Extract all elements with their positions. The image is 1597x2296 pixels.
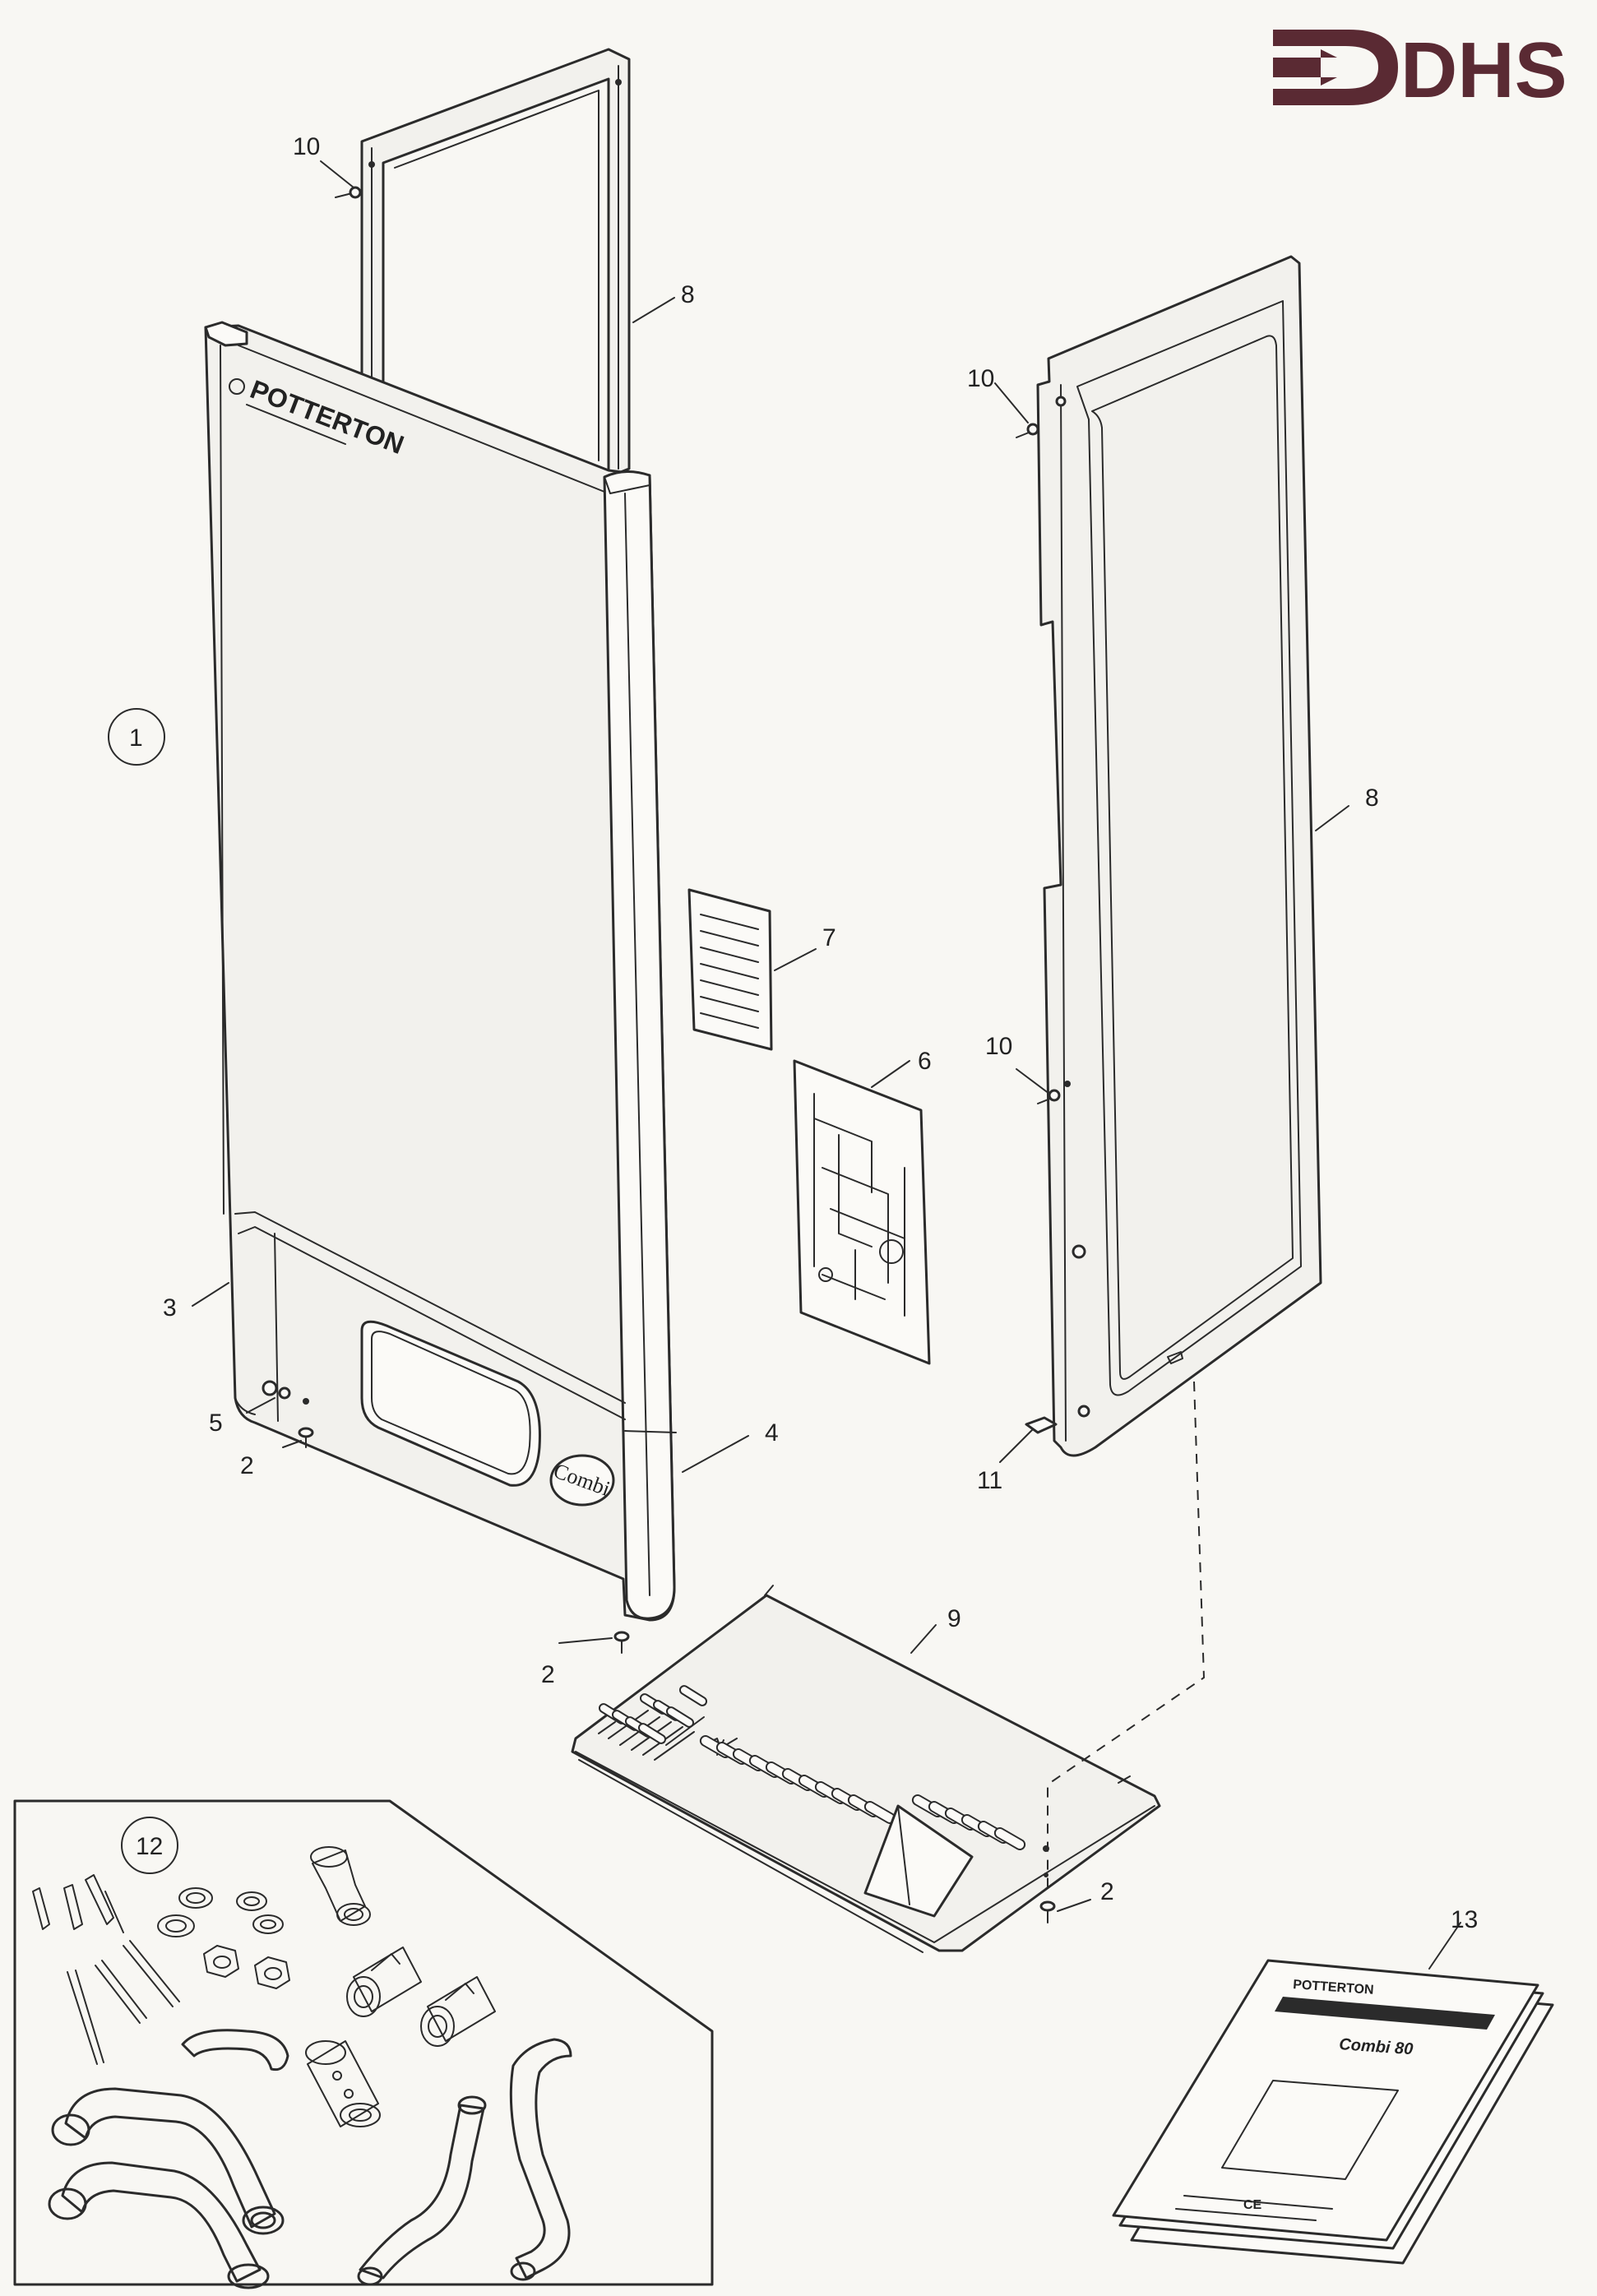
callout-10-top: 10 bbox=[293, 133, 320, 160]
screw bbox=[1016, 423, 1039, 438]
base-tray bbox=[571, 1585, 1161, 1953]
side-panel-right bbox=[1036, 255, 1322, 1457]
callout-2-center: 2 bbox=[541, 1661, 555, 1688]
callout-3: 3 bbox=[163, 1294, 177, 1322]
washers bbox=[157, 1887, 284, 1937]
dhs-logo-arrow bbox=[1273, 49, 1337, 86]
callout-1: 1 bbox=[129, 724, 143, 752]
elbow-fitting bbox=[310, 1846, 371, 1926]
bracket-clip bbox=[1025, 1416, 1058, 1434]
data-label bbox=[687, 888, 773, 1051]
callout-12: 12 bbox=[136, 1833, 163, 1860]
wall-plugs bbox=[32, 1874, 124, 1933]
front-casing-panel: Combi POTTERTON bbox=[204, 321, 677, 1622]
leader-lines bbox=[192, 160, 1461, 1970]
connector bbox=[305, 2040, 381, 2127]
callout-7: 7 bbox=[822, 924, 836, 951]
nuts bbox=[203, 1945, 290, 1989]
callout-circle-1 bbox=[108, 708, 165, 766]
callout-2-left: 2 bbox=[240, 1452, 254, 1479]
callout-8-right: 8 bbox=[1365, 785, 1379, 812]
callout-9: 9 bbox=[947, 1605, 961, 1632]
wiring-diagram-sheet bbox=[793, 1059, 931, 1365]
screw bbox=[613, 1631, 630, 1654]
isolating-valves bbox=[346, 1947, 496, 2047]
pipes bbox=[48, 2029, 572, 2289]
callout-2-right: 2 bbox=[1100, 1878, 1114, 1905]
installation-manual: POTTERTON Installation & Service Instruc… bbox=[1112, 1959, 1554, 2265]
screw bbox=[335, 186, 362, 199]
callouts: 10 8 10 8 1 7 6 10 3 5 2 4 11 9 2 2 13 1… bbox=[108, 133, 1478, 1933]
callout-11: 11 bbox=[977, 1467, 1002, 1494]
manual-brand: POTTERTON bbox=[1293, 1978, 1374, 1997]
screw bbox=[298, 1427, 314, 1448]
callout-6: 6 bbox=[918, 1048, 932, 1075]
callout-circle-12 bbox=[121, 1817, 178, 1874]
callout-13: 13 bbox=[1451, 1906, 1478, 1933]
dhs-logo-mark bbox=[1273, 30, 1398, 105]
callout-10-right-top: 10 bbox=[967, 365, 994, 392]
screw bbox=[1039, 1900, 1056, 1923]
ce-mark-icon: CE bbox=[1243, 2198, 1262, 2212]
callout-5: 5 bbox=[209, 1410, 223, 1437]
callout-10-right-mid: 10 bbox=[985, 1033, 1012, 1060]
callout-4: 4 bbox=[765, 1419, 779, 1447]
callout-8-left: 8 bbox=[681, 281, 695, 308]
long-screws bbox=[67, 1940, 180, 2065]
side-panel-left bbox=[360, 48, 631, 479]
dhs-logo-text: DHS bbox=[1400, 26, 1567, 114]
alignment-line bbox=[1047, 1381, 1206, 1891]
dhs-logo: DHS bbox=[1273, 26, 1567, 114]
screw bbox=[1037, 1089, 1061, 1104]
fittings-kit bbox=[13, 1799, 714, 2289]
